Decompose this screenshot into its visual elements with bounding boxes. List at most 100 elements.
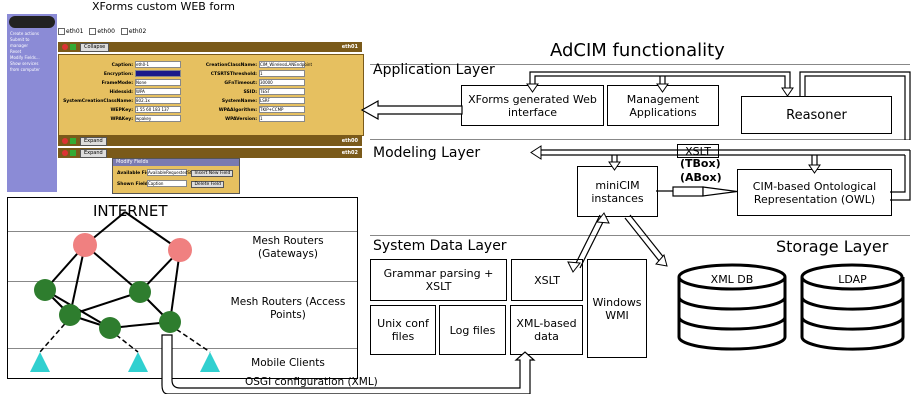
layer-divider: [370, 235, 910, 236]
field-row: SystemName:LSRF: [199, 97, 305, 104]
divider: [8, 231, 357, 232]
ldap-cylinder: LDAP: [800, 263, 905, 353]
section-id: eth00: [341, 138, 358, 144]
access-point-router: [34, 279, 56, 301]
section-bar-eth02: Expand eth02: [58, 148, 362, 158]
section-bar-eth01: Collapse eth01: [58, 42, 362, 52]
application-layer-label: Application Layer: [373, 62, 495, 78]
access-point-router: [159, 311, 181, 333]
field-row: CreationClassName:CIM_WirelessLANEndpoin…: [205, 61, 313, 68]
field-row: FrameMode:None: [61, 79, 181, 86]
section-id: eth02: [341, 150, 358, 156]
internet-label: INTERNET: [93, 202, 168, 220]
application-arrowheads: [526, 83, 794, 97]
sidebar-link[interactable]: manager: [10, 43, 28, 48]
expand-button[interactable]: Expand: [80, 137, 107, 146]
interface-tabs: eth01 eth00 eth02: [58, 28, 150, 35]
gateways-label: Mesh Routers (Gateways): [252, 235, 324, 260]
tab-eth01[interactable]: eth01: [58, 28, 83, 35]
remove-icon[interactable]: [62, 150, 68, 156]
section-id: eth01: [341, 44, 358, 50]
add-icon[interactable]: [70, 138, 76, 144]
system-data-layer-label: System Data Layer: [373, 238, 507, 254]
field-row: SSID:TEST: [199, 88, 305, 95]
xml-db-label: XML DB: [710, 273, 754, 286]
access-point-router: [99, 317, 121, 339]
field-row: WEPKey:1 55 60 183 137: [61, 106, 181, 113]
sidebar-link[interactable]: Submit to: [10, 37, 30, 42]
field-input[interactable]: TEST: [259, 88, 305, 95]
field-row: Caption:eth0-1: [61, 61, 181, 68]
divider: [8, 348, 357, 349]
delete-field-button[interactable]: Delete Field: [191, 181, 225, 188]
collapse-button[interactable]: Collapse: [80, 43, 110, 52]
xml-based-data-box: XML-based data: [510, 305, 583, 355]
field-row: GFnTimeout:30000: [199, 79, 305, 86]
field-input[interactable]: 1: [259, 70, 305, 77]
system-arrows: [574, 214, 666, 269]
tab-eth02[interactable]: eth02: [120, 28, 146, 35]
layer-divider: [370, 139, 910, 140]
field-row: Available FieldsAvailableRequestedStates…: [117, 169, 234, 177]
shown-fields-select[interactable]: Caption: [147, 180, 187, 187]
remove-icon[interactable]: [62, 138, 68, 144]
field-row: CTSRTSThreshold:1: [199, 70, 305, 77]
modeling-layer-label: Modeling Layer: [373, 145, 481, 161]
sidebar-link[interactable]: Reset: [10, 49, 22, 54]
database-icon: [800, 263, 905, 351]
abox-label: (ABox): [680, 171, 722, 184]
modeling-arrowheads: [530, 145, 821, 174]
application-arrows: [529, 71, 911, 140]
field-input[interactable]: eth0-1: [135, 61, 181, 68]
sidebar-link[interactable]: from computer: [10, 67, 40, 72]
section-bar-eth00: Expand eth00: [58, 136, 362, 146]
field-row: SystemCreationClassName:802.1x: [61, 97, 181, 104]
xforms-logo: [9, 16, 55, 28]
sidebar-link[interactable]: Modify Fields...: [10, 55, 40, 60]
remove-icon[interactable]: [62, 44, 68, 50]
field-input[interactable]: wpakey: [135, 115, 181, 122]
field-input[interactable]: WPA: [135, 88, 181, 95]
field-input[interactable]: 802.1x: [135, 97, 181, 104]
access-point-router: [59, 304, 81, 326]
osgi-arrow: [161, 334, 536, 394]
insert-field-button[interactable]: Insert New Field: [191, 170, 234, 177]
access-point-router: [129, 281, 151, 303]
system-arrowheads: [567, 212, 668, 273]
field-input[interactable]: 1 55 60 183 137: [135, 106, 181, 113]
field-input[interactable]: None: [135, 79, 181, 86]
ldap-label: LDAP: [838, 273, 867, 286]
mesh-network-panel: INTERNET Mesh Routers (Gateways) Mesh Ro…: [7, 197, 358, 379]
gateway-router: [168, 238, 192, 262]
database-icon: [677, 263, 787, 351]
sidebar-link[interactable]: Create actions: [10, 31, 39, 36]
xml-db-cylinder: XML DB: [677, 263, 787, 353]
sidebar-link[interactable]: Show services: [10, 61, 39, 66]
grammar-parsing-box: Grammar parsing + XSLT: [370, 259, 507, 301]
log-files-box: Log files: [439, 305, 506, 355]
mobile-client: [30, 352, 50, 372]
modify-fields-dialog: Modify Fields Available FieldsAvailableR…: [112, 158, 240, 194]
available-fields-select[interactable]: AvailableRequestedStates: [147, 169, 201, 176]
field-input[interactable]: CIM_WirelessLANEndpoint: [259, 61, 313, 68]
expand-button[interactable]: Expand: [80, 149, 107, 158]
storage-layer-label: Storage Layer: [776, 237, 889, 256]
field-row: WPAAlgorithm:TKIP+CCMP: [199, 106, 305, 113]
unix-conf-box: Unix conf files: [370, 305, 436, 355]
field-row: Shown FieldsCaption Delete Field: [117, 180, 225, 188]
xforms-sidebar: Create actions Submit to manager Reset M…: [7, 14, 57, 192]
to-form-arrow: [360, 99, 463, 121]
field-input[interactable]: 30000: [259, 79, 305, 86]
field-select[interactable]: [135, 70, 181, 77]
field-input[interactable]: TKIP+CCMP: [259, 106, 305, 113]
add-icon[interactable]: [70, 150, 76, 156]
field-row: Encryption:: [61, 70, 181, 77]
field-input[interactable]: LSRF: [259, 97, 305, 104]
osgi-label: OSGI configuration (XML): [245, 376, 378, 388]
add-icon[interactable]: [70, 44, 76, 50]
reasoner-box: Reasoner: [741, 96, 892, 134]
tab-eth00[interactable]: eth00: [89, 28, 115, 35]
field-row: Hidessid:WPA: [61, 88, 181, 95]
field-input[interactable]: 1: [259, 115, 305, 122]
